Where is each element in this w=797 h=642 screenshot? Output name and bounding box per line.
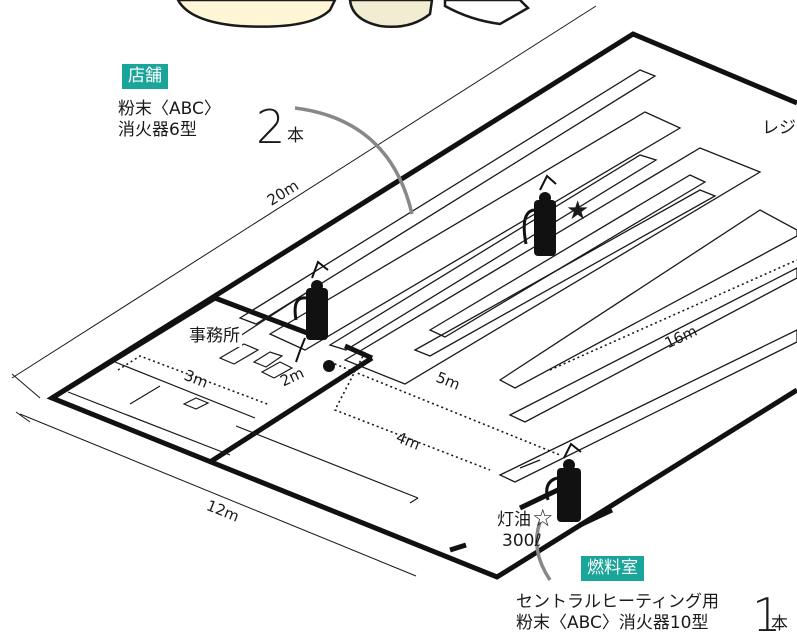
inner-details [67,283,419,504]
store-unit: 本 [287,126,304,146]
sketch-objects-top [176,0,531,28]
fuel-room-unit: 本 [771,614,788,634]
office-label: 事務所 [187,326,242,347]
origin-dot [323,360,335,372]
dimension-guides [11,5,597,577]
store-agent-line2: 消火器6型 [118,120,197,140]
store-tag: 店舗 [122,64,168,89]
distance-paths [117,259,797,471]
store-count: 2 [256,100,286,154]
star-filled-icon: ★ [566,196,590,226]
kerosene-amount: 300ℓ [502,531,542,551]
store-agent-line1: 粉末〈ABC〉 [118,99,221,119]
extinguisher-icon [545,442,582,522]
kerosene-label: 灯油 [497,510,531,530]
star-outline-icon: ☆ [532,504,554,532]
extinguisher-icon [293,260,329,363]
fuel-room-walls [449,485,614,553]
fuel-room-tag: 燃料室 [581,556,644,581]
register-label: レジ [762,118,796,138]
fuel-room-agent-line1: セントラルヒーティング用 [516,592,719,612]
leader-curves [294,106,552,581]
extinguisher-icon [522,174,557,256]
shelves [238,69,797,483]
fuel-room-agent-line2: 粉末〈ABC〉消火器10型 [516,613,709,633]
fuel-room-count: 1 [752,588,782,642]
